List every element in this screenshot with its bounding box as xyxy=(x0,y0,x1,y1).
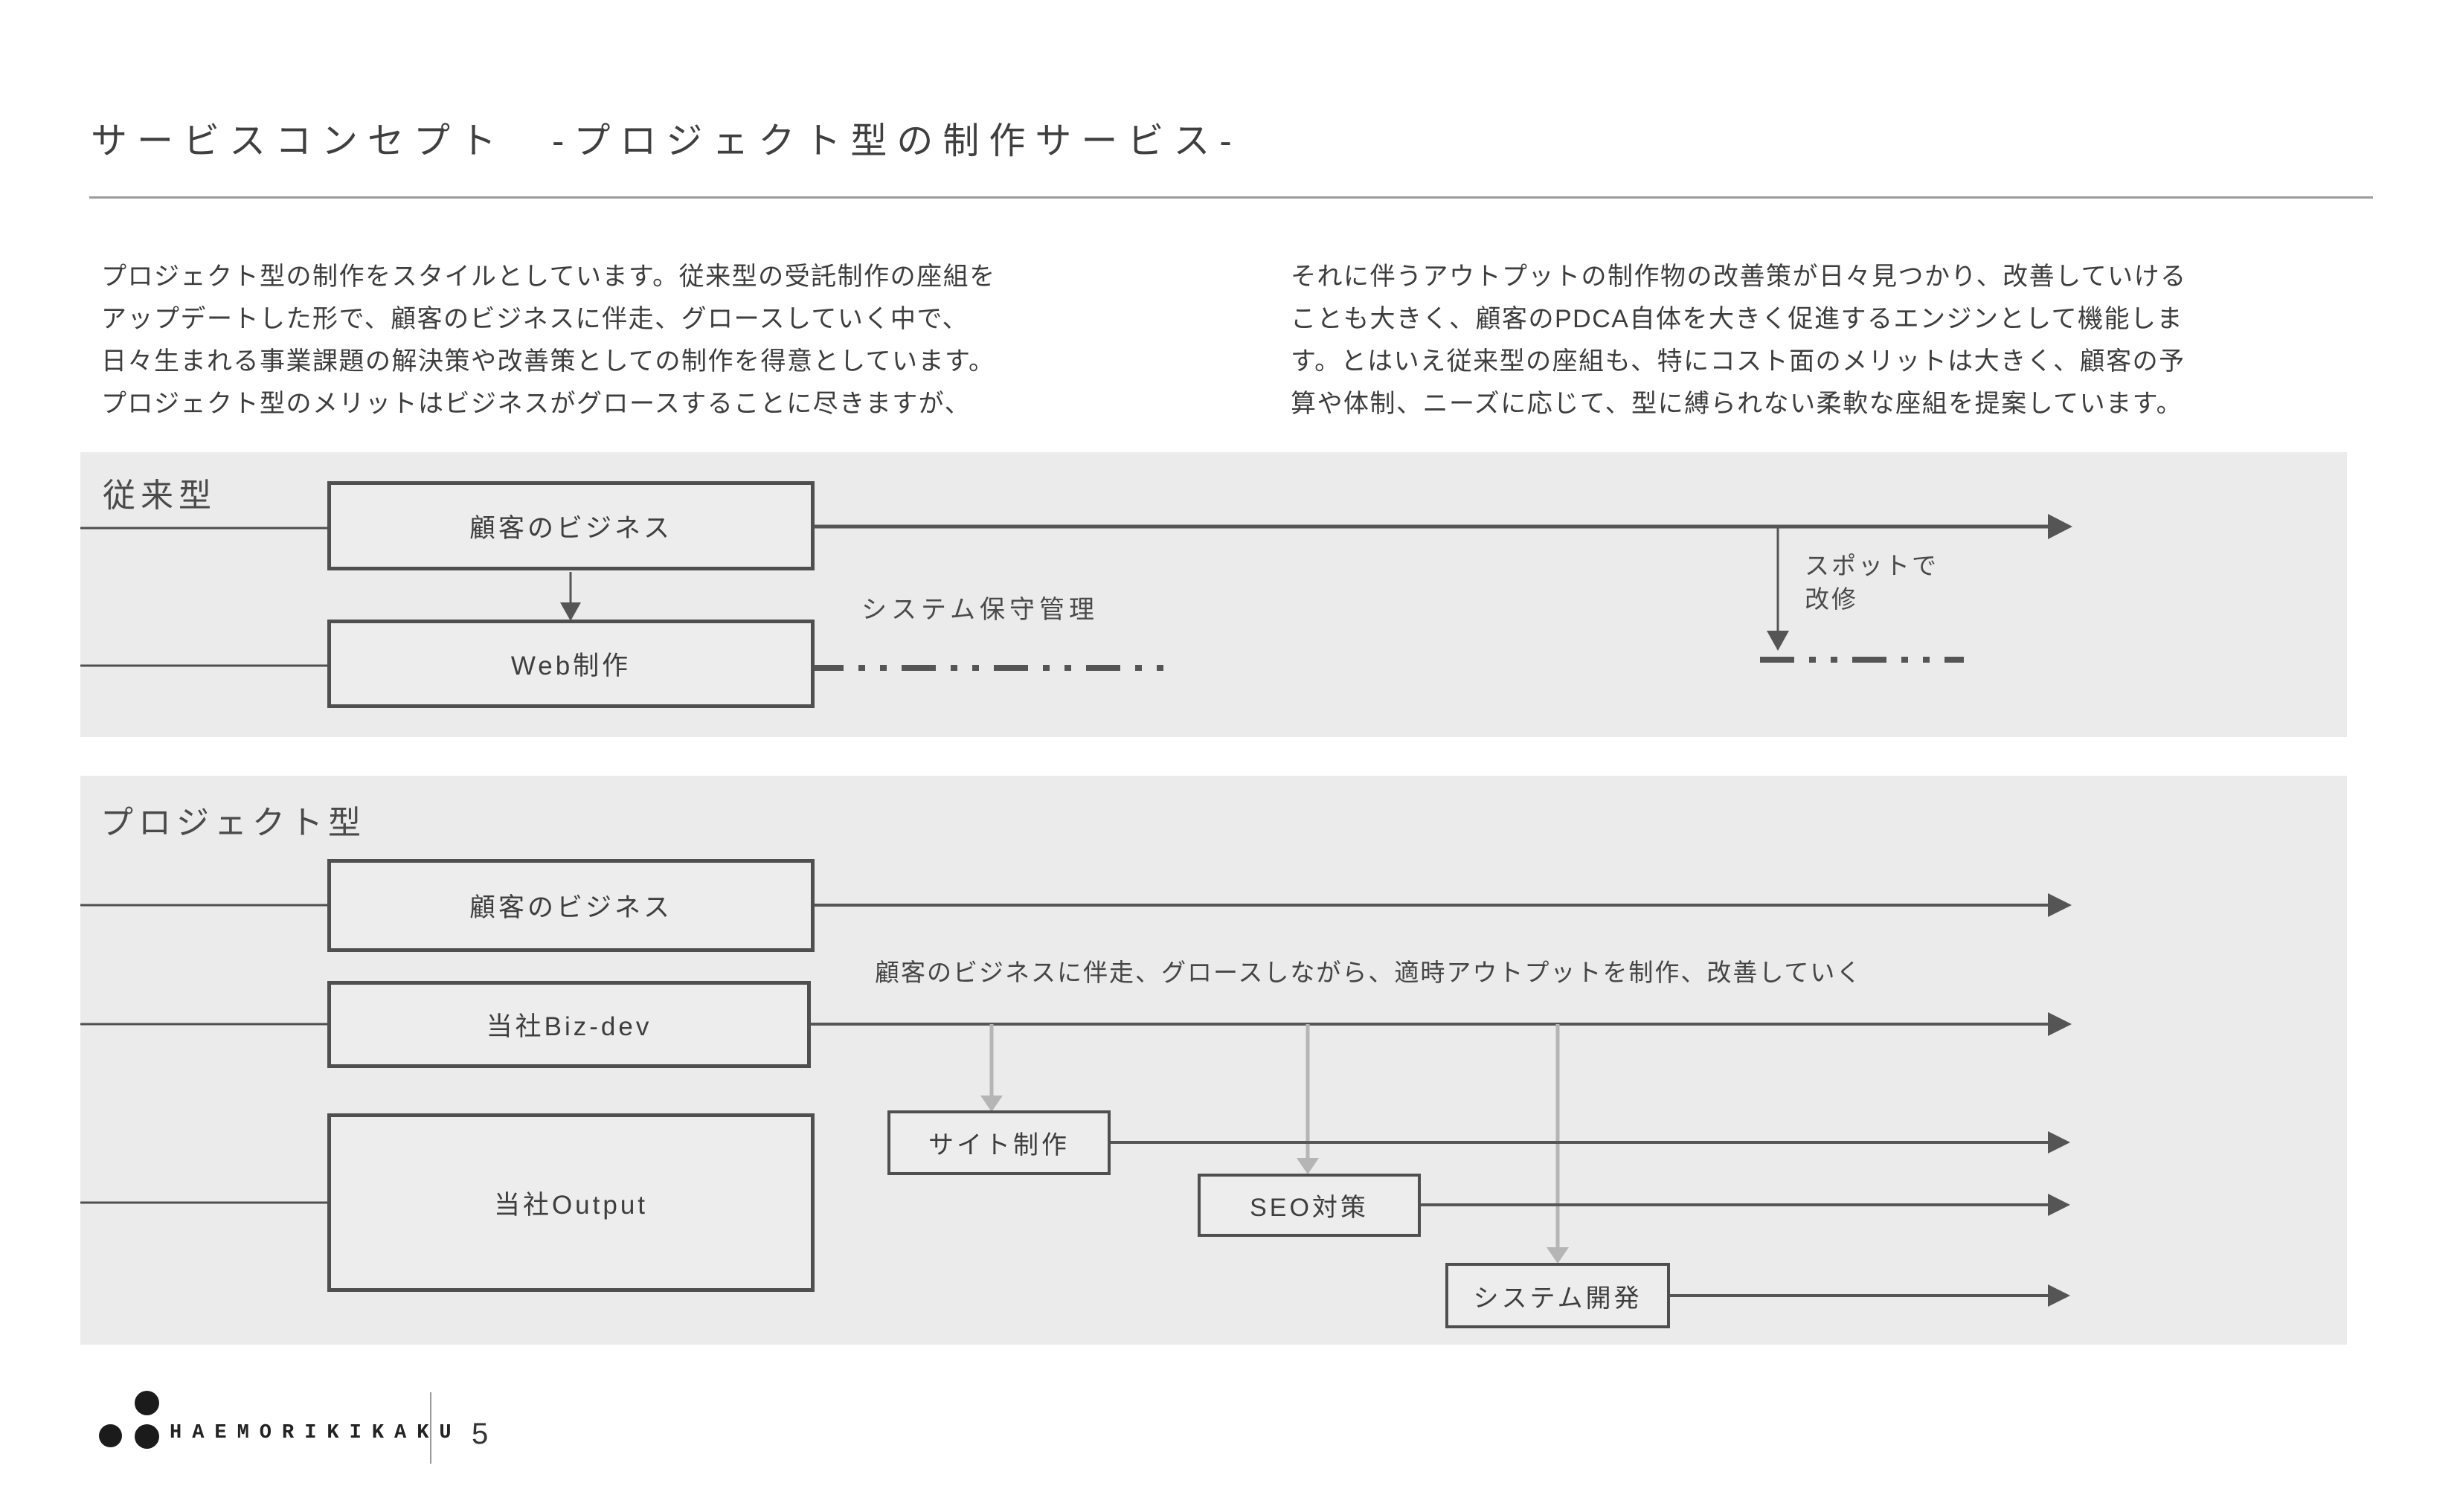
brand-name: HAEMORIKIKAKU xyxy=(170,1422,462,1444)
intro-paragraph-left: プロジェクト型の制作をスタイルとしています。従来型の受託制作の座組を アップデー… xyxy=(101,263,996,418)
box-customer-business-label: 顧客のビジネス xyxy=(469,513,672,543)
page-title: サービスコンセプト -プロジェクト型の制作サービス- xyxy=(91,121,1242,161)
box-system-development: システム開発 xyxy=(1445,1263,1670,1328)
project-diagram-lines xyxy=(80,893,2072,1307)
box-bizdev-label: 当社Biz-dev xyxy=(486,1012,652,1041)
section-label-project: プロジェクト型 xyxy=(100,805,366,841)
label-system-maintenance: システム保守管理 xyxy=(861,596,1099,624)
arrowhead-down-icon xyxy=(560,602,581,621)
section-conventional: 従来型 顧客のビジネス Web制作 システム保守管理 スポットで 改修 xyxy=(80,452,2347,737)
section-label-conventional: 従来型 xyxy=(103,477,216,514)
arrowhead-right-icon xyxy=(2048,1194,2070,1216)
page-number: 5 xyxy=(472,1418,489,1450)
box-system-development-label: システム開発 xyxy=(1473,1284,1642,1313)
box-customer-business-project: 顧客のビジネス xyxy=(327,859,815,952)
logo-dot-icon xyxy=(99,1424,122,1447)
arrowhead-down-icon xyxy=(1297,1158,1319,1174)
logo-dot-icon xyxy=(135,1391,159,1415)
box-bizdev: 当社Biz-dev xyxy=(327,981,811,1068)
box-site-production: サイト制作 xyxy=(887,1110,1111,1175)
arrowhead-right-icon xyxy=(2048,1131,2070,1154)
label-spot-repair: スポットで 改修 xyxy=(1805,552,1939,613)
box-web-production-label: Web制作 xyxy=(510,652,632,681)
box-seo: SEO対策 xyxy=(1198,1174,1421,1237)
arrowhead-right-icon xyxy=(2048,893,2072,917)
box-web-production: Web制作 xyxy=(327,620,815,708)
project-caption: 顧客のビジネスに伴走、グロースしながら、適時アウトプットを制作、改善していく xyxy=(875,959,1863,986)
box-output: 当社Output xyxy=(327,1113,815,1292)
conventional-diagram-lines xyxy=(80,514,2072,671)
arrowhead-down-icon xyxy=(1767,631,1789,651)
box-customer-business: 顧客のビジネス xyxy=(327,481,815,570)
box-seo-label: SEO対策 xyxy=(1250,1194,1369,1222)
intro-paragraph-right: それに伴うアウトプットの制作物の改善策が日々見つかり、改善していける ことも大き… xyxy=(1291,263,2187,418)
section-project: プロジェクト型 顧客のビジネス 当社Biz-dev 当社Output 顧客のビジ… xyxy=(80,776,2347,1345)
arrowhead-down-icon xyxy=(1547,1247,1569,1264)
arrowhead-down-icon xyxy=(980,1096,1003,1112)
arrowhead-right-icon xyxy=(2048,1012,2072,1036)
footer-divider xyxy=(430,1392,431,1464)
box-site-production-label: サイト制作 xyxy=(928,1131,1070,1159)
box-output-label: 当社Output xyxy=(493,1190,649,1220)
box-customer-business-project-label: 顧客のビジネス xyxy=(469,893,672,922)
logo-dot-icon xyxy=(135,1424,159,1449)
arrowhead-right-icon xyxy=(2048,514,2072,539)
title-rule xyxy=(89,196,2373,199)
arrowhead-right-icon xyxy=(2048,1284,2070,1307)
